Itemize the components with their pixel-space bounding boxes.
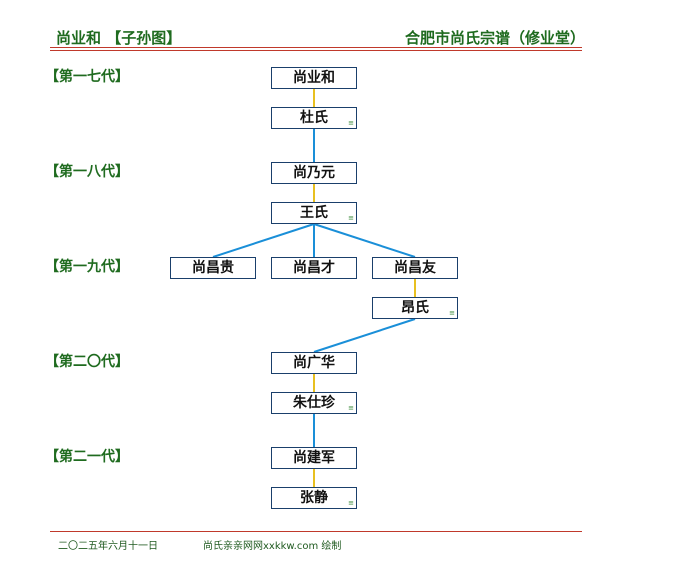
genealogy-title: 合肥市尚氏宗谱（修业堂） <box>404 29 585 47</box>
person-box[interactable]: 尚昌友 <box>372 257 458 279</box>
spouse-box[interactable]: 张静 ≡ <box>271 487 357 509</box>
header-rule-top <box>50 47 582 48</box>
person-box[interactable]: 尚建军 <box>271 447 357 469</box>
spouse-name: 王氏 <box>300 205 328 221</box>
spouse-marker-icon: ≡ <box>348 499 354 507</box>
spouse-marker-icon: ≡ <box>348 404 354 412</box>
spouse-name: 昂氏 <box>401 300 429 316</box>
spouse-box[interactable]: 杜氏 ≡ <box>271 107 357 129</box>
generation-label-19: 【第一九代】 <box>45 259 129 275</box>
spouse-marker-icon: ≡ <box>348 119 354 127</box>
spouse-box[interactable]: 朱仕珍 ≡ <box>271 392 357 414</box>
person-box[interactable]: 尚昌贵 <box>170 257 256 279</box>
generation-label-21: 【第二一代】 <box>45 449 129 465</box>
footer-date: 二〇二五年六月十一日 <box>58 541 158 552</box>
descent-line <box>313 223 416 258</box>
spouse-name: 朱仕珍 <box>293 395 335 411</box>
person-name: 尚昌友 <box>394 260 436 276</box>
spouse-name: 杜氏 <box>300 110 328 126</box>
generation-label-20: 【第二〇代】 <box>45 354 129 370</box>
header-rule-bottom <box>50 50 582 51</box>
generation-label-17: 【第一七代】 <box>45 69 129 85</box>
person-box[interactable]: 尚广华 <box>271 352 357 374</box>
descent-line <box>313 318 416 353</box>
person-box[interactable]: 尚昌才 <box>271 257 357 279</box>
spouse-marker-icon: ≡ <box>348 214 354 222</box>
person-name: 尚昌贵 <box>192 260 234 276</box>
person-name: 尚广华 <box>293 355 335 371</box>
diagram-title: 尚业和 【子孙图】 <box>56 29 182 47</box>
footer-rule <box>50 531 582 532</box>
footer-credit: 尚氏亲亲网网xxkkw.com 绘制 <box>203 541 342 552</box>
spouse-box[interactable]: 昂氏 ≡ <box>372 297 458 319</box>
spouse-name: 张静 <box>300 490 328 506</box>
spouse-box[interactable]: 王氏 ≡ <box>271 202 357 224</box>
person-name: 尚乃元 <box>293 165 335 181</box>
person-box[interactable]: 尚乃元 <box>271 162 357 184</box>
person-box[interactable]: 尚业和 <box>271 67 357 89</box>
person-name: 尚业和 <box>293 70 335 86</box>
person-name: 尚建军 <box>293 450 335 466</box>
spouse-marker-icon: ≡ <box>449 309 455 317</box>
person-name: 尚昌才 <box>293 260 335 276</box>
generation-label-18: 【第一八代】 <box>45 164 129 180</box>
descent-line <box>212 223 315 258</box>
